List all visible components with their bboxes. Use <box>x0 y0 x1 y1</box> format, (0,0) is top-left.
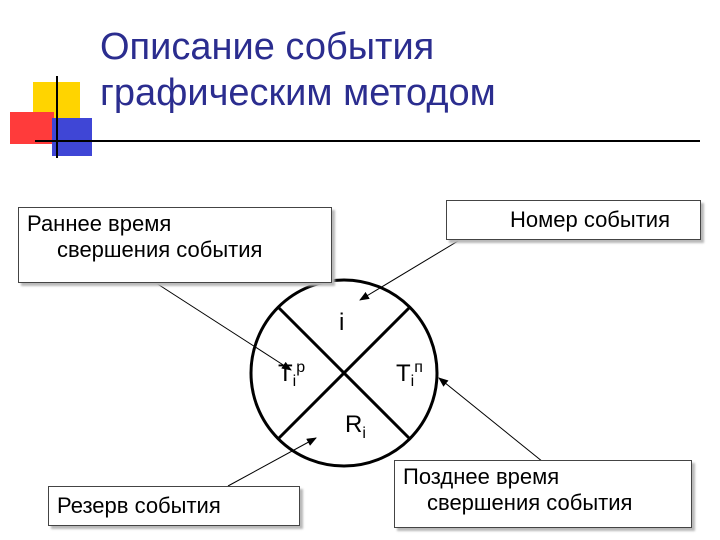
node-number: i <box>339 309 344 336</box>
node-reserve: Ri <box>345 411 366 442</box>
early-time-line-2: свершения события <box>27 237 323 263</box>
late-time-line-1: Позднее время <box>403 464 683 490</box>
reserve-label-box: Резерв события <box>48 486 300 526</box>
arrow-late-time <box>439 378 548 466</box>
arrow-early-time <box>156 283 291 370</box>
arrow-reserve <box>228 438 316 486</box>
event-number-label: Номер события <box>455 204 670 236</box>
early-time-label-box: Раннее время свершения события <box>18 207 332 283</box>
event-number-label-box: Номер события <box>446 200 701 240</box>
early-time-line-1: Раннее время <box>27 211 323 237</box>
late-time-line-2: свершения события <box>403 490 683 516</box>
late-time-label-box: Позднее время свершения события <box>394 460 692 528</box>
reserve-label: Резерв события <box>57 490 291 522</box>
arrow-event-number <box>360 232 473 300</box>
node-early-time: Tiр <box>278 359 305 390</box>
node-late-time: Tiп <box>396 359 423 390</box>
